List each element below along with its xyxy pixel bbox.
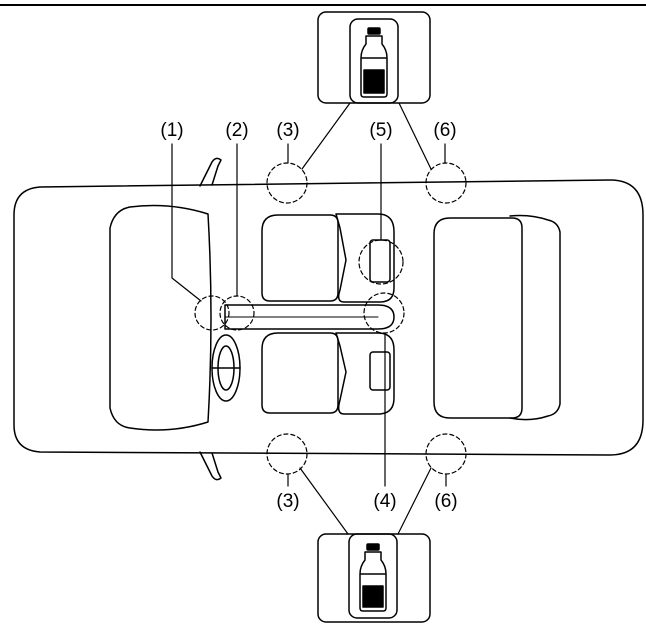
- label-4: (4): [373, 491, 396, 512]
- windshield: [109, 204, 212, 431]
- label-1: (1): [160, 120, 183, 141]
- bottle-icon: [360, 27, 388, 98]
- mirror-left-bottom: [199, 451, 222, 481]
- locator-circles: [194, 162, 467, 475]
- rear-bench: [433, 214, 561, 421]
- label-2: (2): [225, 120, 248, 141]
- mirror-left-top: [199, 157, 222, 187]
- label-3-bottom: (3): [276, 491, 299, 512]
- front-seat-left: [261, 213, 395, 303]
- locator-1: [194, 295, 230, 331]
- locator-5: [358, 239, 404, 285]
- label-6-top: (6): [433, 120, 456, 141]
- label-5: (5): [369, 120, 392, 141]
- locator-3-top: [266, 162, 308, 204]
- inset-top: [317, 11, 431, 104]
- locator-3-bottom: [266, 433, 308, 475]
- locator-6-top: [425, 162, 467, 204]
- vehicle-body: [13, 157, 644, 481]
- bottle-icon: [359, 543, 387, 612]
- inset-bottom: [317, 533, 431, 623]
- center-console: [224, 304, 395, 330]
- leader-lines: [171, 102, 447, 535]
- locator-4: [363, 292, 405, 334]
- steering-wheel: [211, 334, 241, 402]
- label-6-bottom: (6): [434, 491, 457, 512]
- label-3-top: (3): [276, 120, 299, 141]
- front-seat-right: [261, 332, 395, 415]
